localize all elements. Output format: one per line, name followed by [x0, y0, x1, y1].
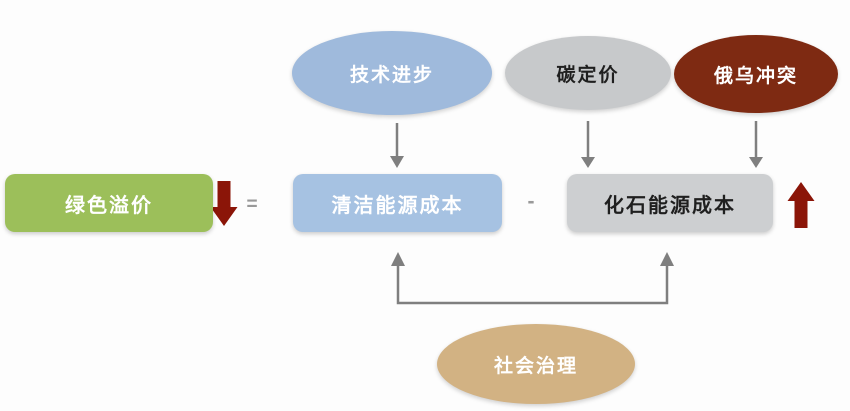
- trend-down-arrow-icon: [210, 181, 238, 226]
- ellipse-social-governance: 社会治理: [437, 324, 635, 404]
- arrow-carbon-to-fossil-icon: [581, 121, 595, 168]
- trend-up-arrow-icon: [787, 182, 815, 228]
- russia-ukraine-conflict-label: 俄乌冲突: [713, 65, 798, 87]
- node-green-premium: 绿色溢价: [5, 174, 213, 232]
- fossil-energy-cost-label: 化石能源成本: [604, 194, 736, 217]
- clean-energy-cost-label: 清洁能源成本: [331, 194, 464, 217]
- ellipse-russia-ukraine-conflict: 俄乌冲突: [674, 35, 838, 113]
- carbon-pricing-label: 碳定价: [556, 64, 620, 86]
- green-premium-label: 绿色溢价: [65, 194, 153, 217]
- ellipse-carbon-pricing: 碳定价: [505, 36, 671, 110]
- minus-operator: -: [527, 190, 535, 213]
- arrow-tech-to-clean-icon: [390, 123, 404, 168]
- equals-operator: =: [246, 194, 258, 215]
- arrow-russia-to-fossil-icon: [749, 121, 763, 168]
- node-fossil-energy-cost: 化石能源成本: [567, 174, 773, 232]
- node-clean-energy-cost: 清洁能源成本: [293, 174, 502, 232]
- tech-progress-label: 技术进步: [349, 64, 434, 86]
- ellipse-tech-progress: 技术进步: [292, 31, 492, 115]
- social-governance-label: 社会治理: [493, 355, 578, 377]
- connector-social-governance-icon: [391, 252, 674, 305]
